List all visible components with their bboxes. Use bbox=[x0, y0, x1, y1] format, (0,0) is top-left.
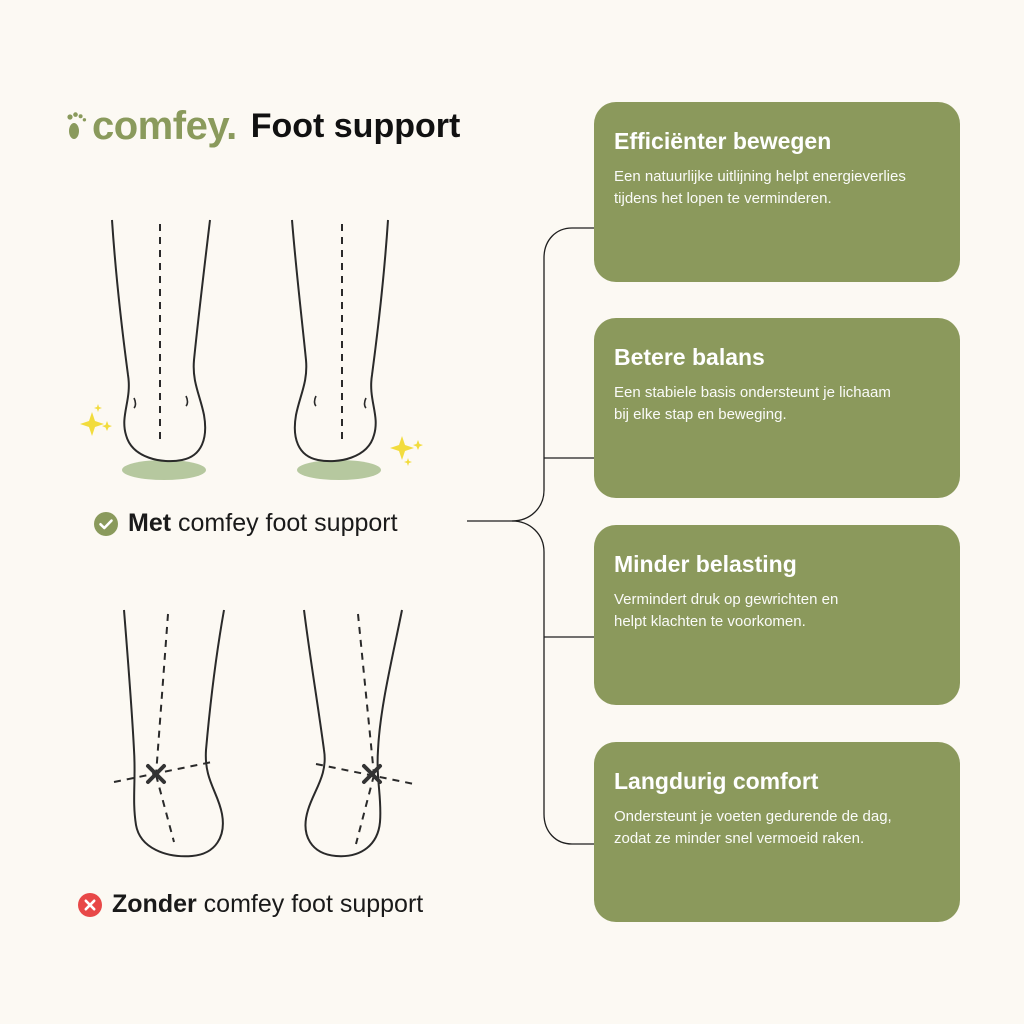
foot-outline-left bbox=[123, 609, 225, 858]
benefit-card-comfort: Langdurig comfort Ondersteunt je voeten … bbox=[594, 742, 960, 922]
sparkle-icon bbox=[80, 404, 112, 436]
misalignment-x-icon bbox=[146, 764, 166, 784]
header: comfey. Foot support bbox=[66, 106, 460, 146]
card-title: Betere balans bbox=[614, 344, 765, 370]
sparkle-icon bbox=[390, 436, 423, 466]
alignment-line-left bbox=[155, 613, 169, 776]
brand-logo: comfey. bbox=[66, 106, 237, 146]
card-text: Een stabiele basis ondersteunt je lichaa… bbox=[614, 383, 891, 423]
benefit-card-less-strain: Minder belasting Vermindert druk op gewr… bbox=[594, 525, 960, 705]
foot-outline-left bbox=[111, 219, 211, 463]
check-circle-icon bbox=[94, 511, 118, 536]
foot-outline-right bbox=[291, 219, 389, 463]
tilt-line-right bbox=[315, 763, 415, 785]
feet-without-support-illustration bbox=[113, 609, 415, 858]
alignment-line-right bbox=[357, 613, 375, 776]
card-text: Ondersteunt je voeten gedurende de dag,z… bbox=[614, 807, 892, 847]
without-support-label-rest: comfey foot support bbox=[203, 890, 424, 918]
x-circle-icon bbox=[78, 892, 102, 917]
without-support-label-bold: Zonder bbox=[112, 890, 197, 918]
benefit-card-efficiency: Efficiënter bewegen Een natuurlijke uitl… bbox=[594, 102, 960, 282]
logo-text: comfey. bbox=[92, 104, 237, 148]
misalignment-x-icon bbox=[362, 764, 382, 784]
tilt-line-left bbox=[113, 761, 213, 783]
with-support-caption: Met comfey foot support bbox=[94, 509, 398, 538]
support-pad-right bbox=[297, 460, 381, 480]
support-pad-left bbox=[122, 460, 206, 480]
card-title: Langdurig comfort bbox=[614, 768, 819, 794]
card-title: Efficiënter bewegen bbox=[614, 128, 832, 154]
with-support-label-bold: Met bbox=[128, 509, 172, 537]
card-title: Minder belasting bbox=[614, 551, 797, 577]
card-text: Een natuurlijke uitlijning helpt energie… bbox=[614, 167, 906, 207]
footprint-icon bbox=[67, 112, 87, 139]
feet-with-support-illustration bbox=[80, 219, 423, 480]
page-title: Foot support bbox=[250, 107, 461, 145]
benefit-card-balance: Betere balans Een stabiele basis onderst… bbox=[594, 318, 960, 498]
foot-outline-right bbox=[303, 609, 403, 858]
without-support-caption: Zonder comfey foot support bbox=[78, 890, 423, 919]
with-support-label-rest: comfey foot support bbox=[178, 509, 398, 537]
